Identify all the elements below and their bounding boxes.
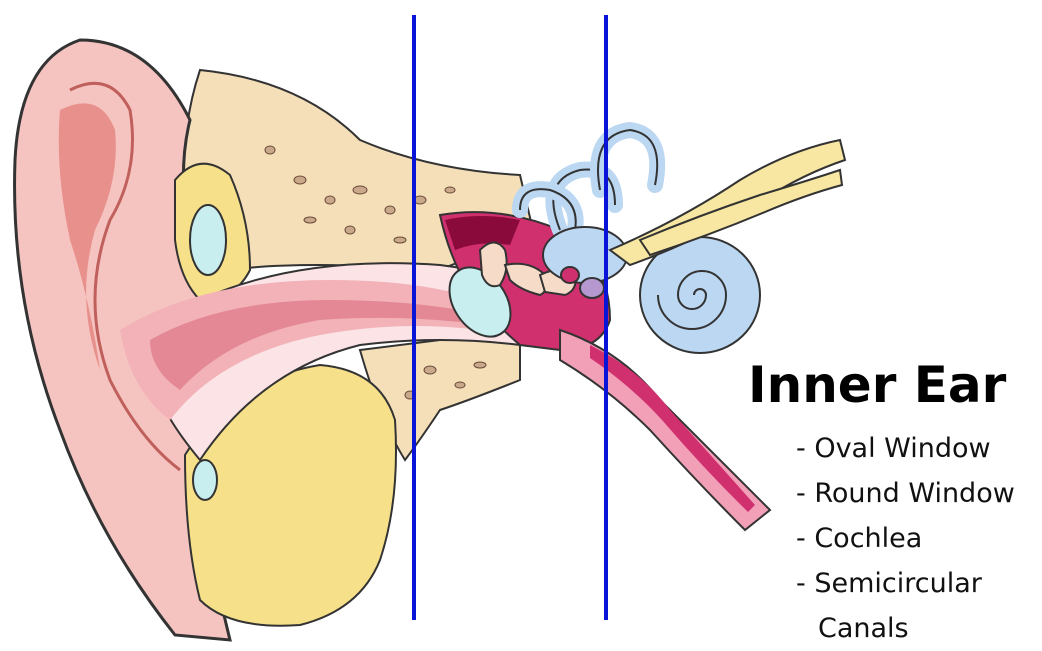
list-item: Canals: [796, 606, 1015, 651]
eustachian-tube-inner: [590, 345, 755, 512]
semicircular-canals: [520, 130, 657, 230]
list-item: - Round Window: [796, 471, 1015, 516]
upper-gland: [190, 205, 226, 275]
inner-ear-title: Inner Ear: [748, 356, 1006, 414]
round-window: [561, 267, 579, 283]
list-item: - Oval Window: [796, 426, 1015, 471]
list-item: - Cochlea: [796, 516, 1015, 561]
inner-ear-parts-list: - Oval Window - Round Window - Cochlea -…: [796, 426, 1015, 651]
list-item: - Semicircular: [796, 561, 1015, 606]
vestibule: [543, 227, 627, 283]
lower-gland: [193, 460, 217, 500]
oval-window: [580, 278, 604, 298]
